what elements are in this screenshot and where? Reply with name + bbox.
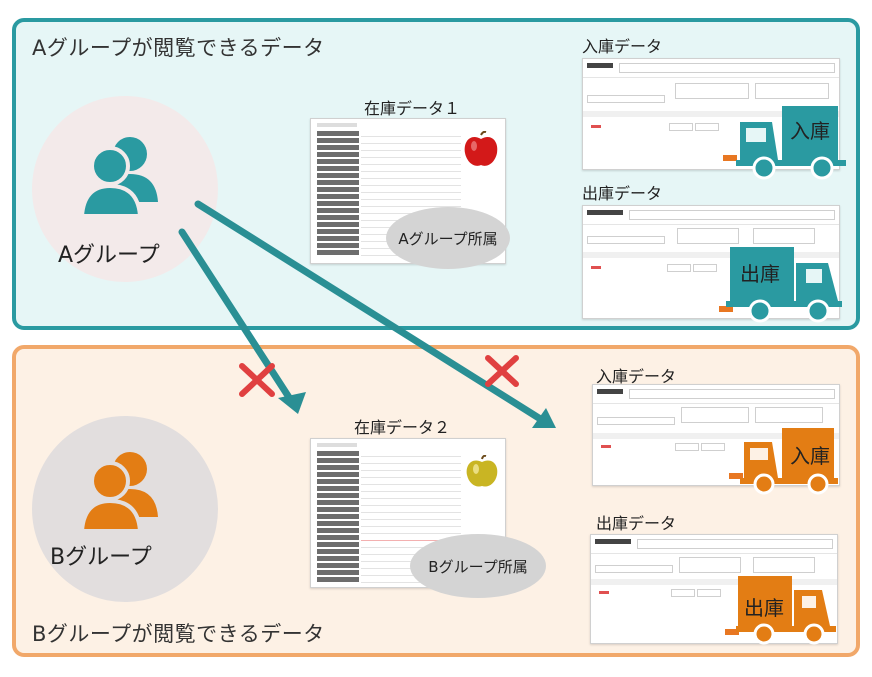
group-a-outbound-truck-label: 出庫 bbox=[740, 262, 780, 286]
inventory-1-caption: 在庫データ１ bbox=[364, 99, 461, 118]
group-b-panel-title: Bグループが閲覧できるデータ bbox=[32, 622, 325, 646]
cross-icon bbox=[239, 363, 275, 397]
truck-icon bbox=[736, 106, 846, 180]
truck-icon bbox=[736, 576, 836, 645]
group-a-panel-title: Aグループが閲覧できるデータ bbox=[32, 36, 325, 60]
group-b-outbound-truck-label: 出庫 bbox=[744, 596, 784, 620]
cross-icon bbox=[485, 355, 519, 387]
card-title-bar bbox=[317, 443, 357, 447]
group-b-outbound-caption: 出庫データ bbox=[596, 514, 677, 533]
group-a-outbound-caption: 出庫データ bbox=[582, 184, 663, 203]
truck-icon bbox=[740, 428, 838, 495]
inventory-2-caption: 在庫データ２ bbox=[354, 418, 451, 437]
group-a-membership-tag: Aグループ所属 bbox=[386, 207, 510, 269]
arrow-icon bbox=[178, 228, 306, 414]
group-b-inbound-caption: 入庫データ bbox=[596, 367, 677, 386]
group-a-inbound-caption: 入庫データ bbox=[582, 37, 663, 56]
card-title-bar bbox=[317, 123, 357, 127]
users-icon bbox=[79, 452, 158, 533]
group-a-inbound-truck-label: 入庫 bbox=[790, 119, 830, 143]
arrow-icon bbox=[194, 200, 556, 428]
group-b-outbound-form bbox=[590, 534, 838, 644]
apple-icon bbox=[466, 455, 498, 487]
group-b-inbound-truck-label: 入庫 bbox=[790, 444, 830, 468]
group-b-label: Bグループ bbox=[50, 545, 152, 570]
apple-icon bbox=[464, 131, 498, 166]
truck-icon bbox=[726, 247, 842, 323]
users-icon bbox=[79, 137, 158, 218]
group-b-membership-tag: Bグループ所属 bbox=[410, 534, 546, 598]
group-a-label: Aグループ bbox=[58, 243, 160, 268]
